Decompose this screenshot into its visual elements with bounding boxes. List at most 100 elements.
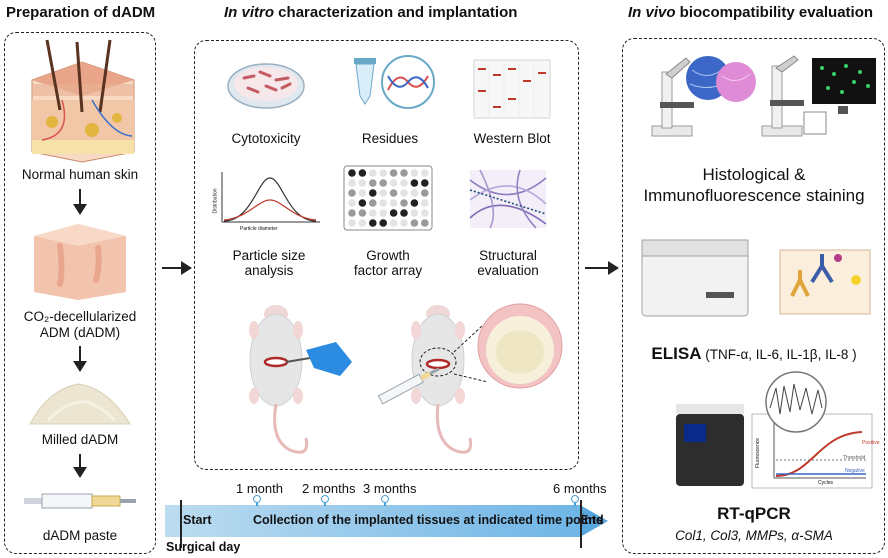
- array-spot: [379, 209, 387, 217]
- array-spot: [400, 199, 408, 207]
- middle-title-rest: characterization and implantation: [274, 4, 518, 21]
- structural-fiber-icon: [469, 169, 547, 229]
- tick-1-month: 1 month: [236, 481, 283, 496]
- dna-residue-icon: [354, 55, 435, 109]
- array-spot: [389, 209, 398, 217]
- petri-dish-icon: [227, 63, 305, 109]
- elisa-title: ELISA: [651, 344, 702, 363]
- array-spot: [358, 199, 367, 207]
- array-membrane: [343, 165, 433, 231]
- growth-factor-label-1: Growth: [366, 248, 410, 263]
- arrow-milled-to-paste: [73, 454, 87, 478]
- array-spot: [358, 189, 367, 197]
- western-blot-icon: [473, 59, 551, 119]
- qpcr-positive-label: Positive: [862, 440, 880, 446]
- surgical-day-label: Surgical day: [166, 540, 241, 554]
- array-spot: [379, 189, 387, 197]
- array-spot: [389, 179, 398, 187]
- rt-qpcr-illustration: [676, 371, 873, 489]
- right-panel: [622, 38, 885, 554]
- array-spot: [400, 179, 408, 187]
- syringe-illustration: [24, 493, 136, 509]
- array-spot: [400, 189, 408, 197]
- timeline-start: Start: [183, 513, 212, 527]
- timeline-end: End: [580, 513, 604, 527]
- array-spot: [421, 179, 429, 187]
- tick-line-1-month: [256, 502, 258, 506]
- tick-line-6-months: [574, 502, 576, 506]
- timeline-arrow-tip: [580, 505, 608, 537]
- tick-6-months: 6 months: [553, 481, 607, 496]
- array-spot: [410, 179, 419, 187]
- timeline-end-marker: [580, 500, 582, 548]
- middle-panel: [194, 40, 579, 470]
- tick-3-months: 3 months: [363, 481, 417, 496]
- microscopes-illustration: [651, 55, 876, 137]
- array-spot: [421, 169, 429, 177]
- left-panel: [4, 32, 156, 554]
- array-spot: [348, 199, 356, 207]
- array-spot: [369, 209, 377, 217]
- arrow-dadm-to-milled: [73, 346, 87, 372]
- histology-label-2: Immunofluorescence staining: [643, 186, 865, 205]
- rt-qpcr-title: RT-qPCR: [717, 504, 791, 523]
- array-spot: [421, 209, 429, 217]
- elisa-markers: (TNF-α, IL-6, IL-1β, IL-8 ): [701, 347, 857, 362]
- tick-2-months: 2 months: [302, 481, 356, 496]
- array-spot: [389, 169, 398, 177]
- array-spot: [358, 169, 367, 177]
- particle-size-label-1: Particle size: [232, 248, 306, 263]
- array-spot: [358, 209, 367, 217]
- particle-size-label-2: analysis: [244, 263, 294, 278]
- array-spot: [410, 189, 419, 197]
- milled-powder-illustration: [29, 383, 131, 425]
- particle-plot-ylabel: Distribution: [212, 188, 219, 214]
- arrow-left-to-middle: [162, 261, 192, 275]
- timeline-bar: [165, 505, 580, 537]
- left-panel-title: Preparation of dADM: [6, 4, 156, 21]
- right-title-italic: In vivo: [628, 4, 676, 21]
- array-spot: [348, 169, 356, 177]
- normal-skin-label: Normal human skin: [21, 167, 139, 182]
- array-spot: [348, 179, 356, 187]
- array-spot: [389, 219, 398, 227]
- histology-label-1: Histological &: [702, 165, 806, 184]
- arrow-skin-to-dadm: [73, 189, 87, 215]
- rat-surgery-illustration: [249, 305, 352, 454]
- array-spot: [410, 219, 419, 227]
- array-spot: [379, 219, 387, 227]
- array-spot: [369, 189, 377, 197]
- array-spot: [348, 219, 356, 227]
- array-spot: [379, 199, 387, 207]
- array-spot: [389, 189, 398, 197]
- dadm-block-illustration: [34, 224, 126, 300]
- elisa-label: ELISA (TNF-α, IL-6, IL-1β, IL-8 ): [628, 344, 880, 364]
- array-spot: [421, 199, 429, 207]
- gene-list: Col1, Col3, MMPs, α-SMA: [675, 528, 833, 543]
- right-title-rest: biocompatibility evaluation: [675, 4, 874, 21]
- right-panel-title: In vivo biocompatibility evaluation: [628, 4, 873, 21]
- decell-label-line2: ADM (dADM): [39, 325, 121, 340]
- milled-dadm-label: Milled dADM: [41, 432, 119, 447]
- array-spot: [400, 169, 408, 177]
- array-spot: [379, 169, 387, 177]
- skin-illustration: [31, 39, 135, 163]
- array-spot: [379, 179, 387, 187]
- middle-panel-title: In vitro characterization and implantati…: [224, 4, 517, 21]
- array-spot: [421, 189, 429, 197]
- array-spot: [369, 219, 377, 227]
- structural-label-2: evaluation: [477, 263, 539, 278]
- growth-factor-array-icon: [343, 165, 433, 231]
- cytotoxicity-label: Cytotoxicity: [231, 131, 301, 146]
- array-spot: [410, 199, 419, 207]
- growth-factor-label-2: factor array: [353, 263, 423, 278]
- array-spot: [358, 219, 367, 227]
- middle-title-italic: In vitro: [224, 4, 275, 21]
- array-spot: [400, 219, 408, 227]
- array-spot: [369, 199, 377, 207]
- rat-injection-illustration: [377, 303, 563, 454]
- arrow-middle-to-right: [585, 261, 619, 275]
- qpcr-threshold-label: Threshold: [843, 455, 866, 461]
- array-spot: [348, 209, 356, 217]
- tick-line-3-months: [384, 502, 386, 506]
